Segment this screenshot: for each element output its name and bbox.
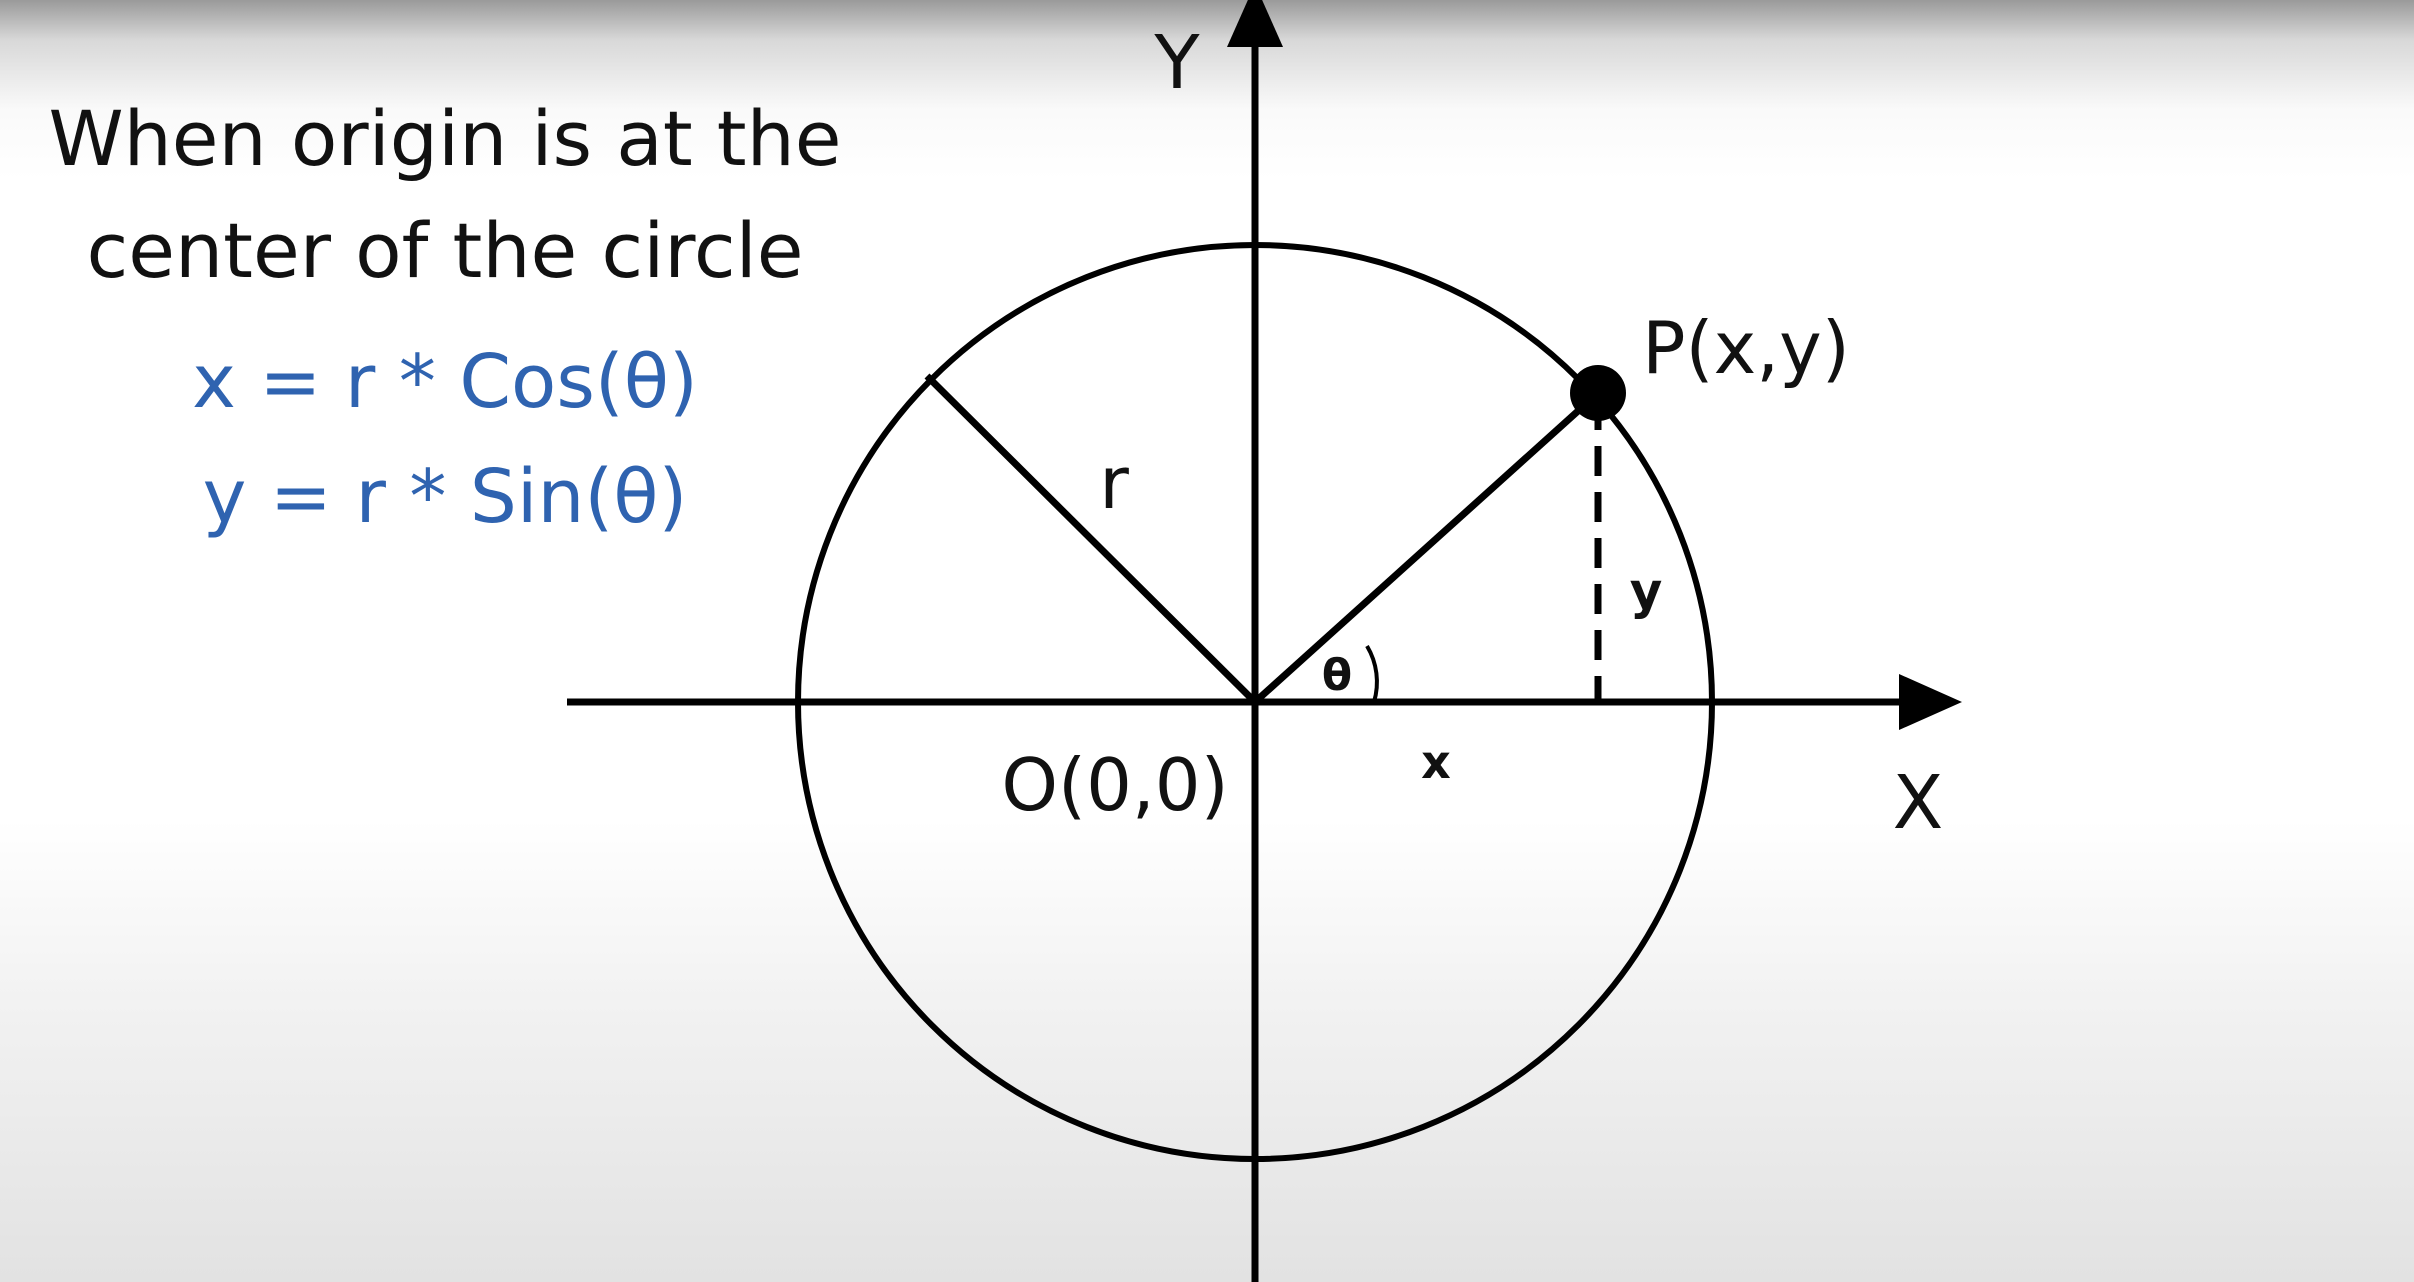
angle-label: θ — [1322, 650, 1352, 701]
angle-arc — [1365, 644, 1379, 703]
y-segment-label: y — [1630, 562, 1663, 620]
radius-label: r — [1099, 441, 1129, 525]
y-axis-label: Y — [1153, 20, 1200, 106]
radius-line — [924, 373, 1258, 705]
x-formula: x = r * Cos(θ) — [192, 339, 698, 425]
heading-line-1: When origin is at the — [48, 94, 842, 183]
point-p — [1570, 365, 1626, 421]
x-axis-label: X — [1893, 760, 1944, 846]
y-formula: y = r * Sin(θ) — [202, 454, 688, 540]
x-segment-label: x — [1421, 735, 1451, 789]
op-line — [1252, 390, 1601, 705]
origin-label: O(0,0) — [1001, 743, 1228, 827]
point-label: P(x,y) — [1642, 306, 1850, 390]
heading-line-2: center of the circle — [86, 206, 804, 295]
